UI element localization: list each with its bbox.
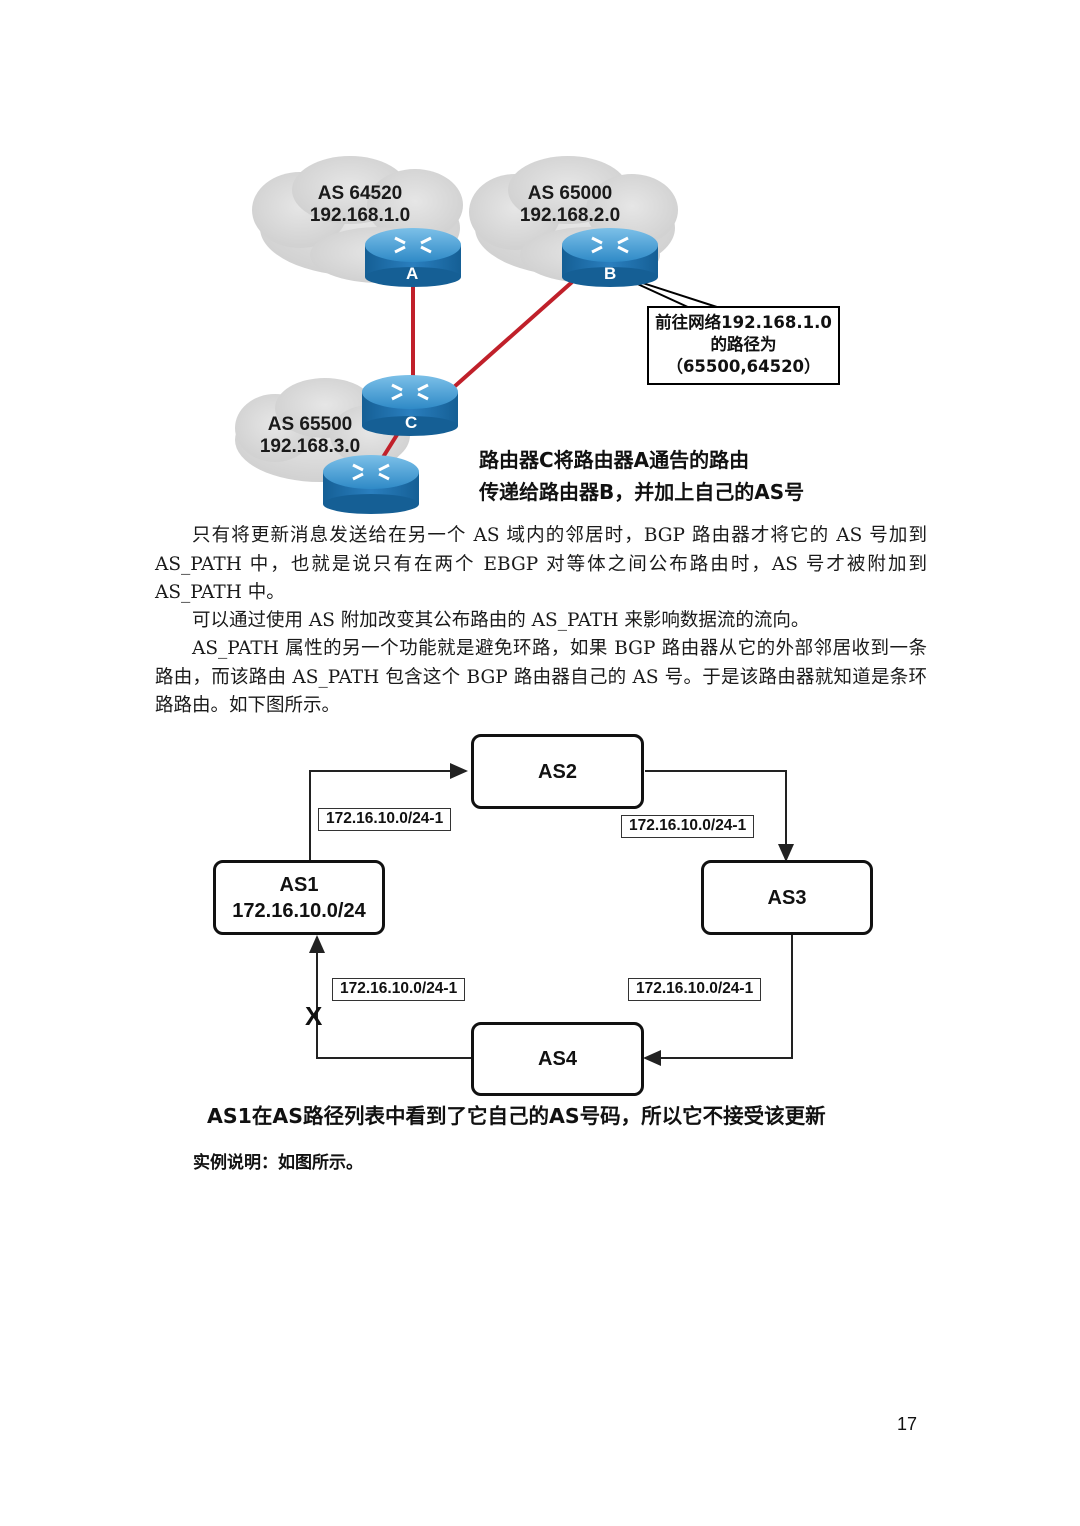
example-heading: 实例说明：如图所示。 <box>193 1153 363 1173</box>
router-a-icon <box>365 228 461 287</box>
paragraph-3: AS_PATH 属性的另一个功能就是避免环路，如果 BGP 路由器从它的外部邻居… <box>155 638 927 716</box>
cloud-as64520 <box>252 156 463 283</box>
router-b-icon <box>562 228 658 287</box>
prefix-label-as2-as3: 172.16.10.0/24-1 <box>621 815 755 838</box>
diagram1-caption-line2: 传递给路由器B，并加上自己的AS号 <box>479 480 805 504</box>
as3-label: AS3 <box>767 886 807 909</box>
as-number: AS 65500 <box>267 414 353 435</box>
callout-line3: （65500,64520） <box>666 357 821 376</box>
as1-label: AS1 <box>279 873 319 896</box>
prefix-label-as3-as4: 172.16.10.0/24-1 <box>628 978 762 1001</box>
as2-box: AS2 <box>471 734 644 809</box>
rejected-x-mark: X <box>305 1001 323 1031</box>
network-address: 192.168.1.0 <box>309 205 411 226</box>
router-c-label: C <box>405 413 418 432</box>
loop-diagram-arrows <box>309 763 794 1066</box>
as3-box: AS3 <box>701 860 873 935</box>
cloud-label-as64520: AS 64520 192.168.1.0 <box>290 183 430 227</box>
network-address: 192.168.3.0 <box>259 436 361 457</box>
page-number: 17 <box>897 1414 918 1434</box>
network-address: 192.168.2.0 <box>519 205 621 226</box>
callout-line2: 的路径为 <box>710 335 777 354</box>
link-c-b <box>443 273 582 397</box>
as4-box: AS4 <box>471 1022 644 1096</box>
as-number: AS 64520 <box>317 183 403 204</box>
diagram1-caption-line1: 路由器C将路由器A通告的路由 <box>479 448 750 472</box>
router-a-label: A <box>406 264 419 283</box>
as4-label: AS4 <box>538 1048 577 1070</box>
cloud-label-as65000: AS 65000 192.168.2.0 <box>500 183 640 227</box>
paragraph-2: 可以通过使用 AS 附加改变其公布路由的 AS_PATH 来影响数据流的流向。 <box>192 610 810 631</box>
as-number: AS 65000 <box>527 183 613 204</box>
prefix-label-as1-as2: 172.16.10.0/24-1 <box>318 808 452 831</box>
as1-box: AS1 172.16.10.0/24 <box>213 860 385 935</box>
paragraph-1: 只有将更新消息发送给在另一个 AS 域内的邻居时，BGP 路由器才将它的 AS … <box>155 525 927 603</box>
diagram2-caption: AS1在AS路径列表中看到了它自己的AS号码，所以它不接受该更新 <box>207 1104 826 1128</box>
router-b-label: B <box>604 264 617 283</box>
router-c-icon <box>362 375 458 436</box>
as2-label: AS2 <box>538 760 577 783</box>
prefix-label-as4-as1: 172.16.10.0/24-1 <box>332 978 466 1001</box>
cloud-label-as65500: AS 65500 192.168.3.0 <box>240 414 380 458</box>
as1-network: 172.16.10.0/24 <box>232 899 366 922</box>
router-as65500-icon <box>323 455 419 514</box>
path-callout: 前往网络192.168.1.0 的路径为 （65500,64520） <box>647 306 840 385</box>
callout-line1: 前往网络192.168.1.0 <box>655 313 832 332</box>
